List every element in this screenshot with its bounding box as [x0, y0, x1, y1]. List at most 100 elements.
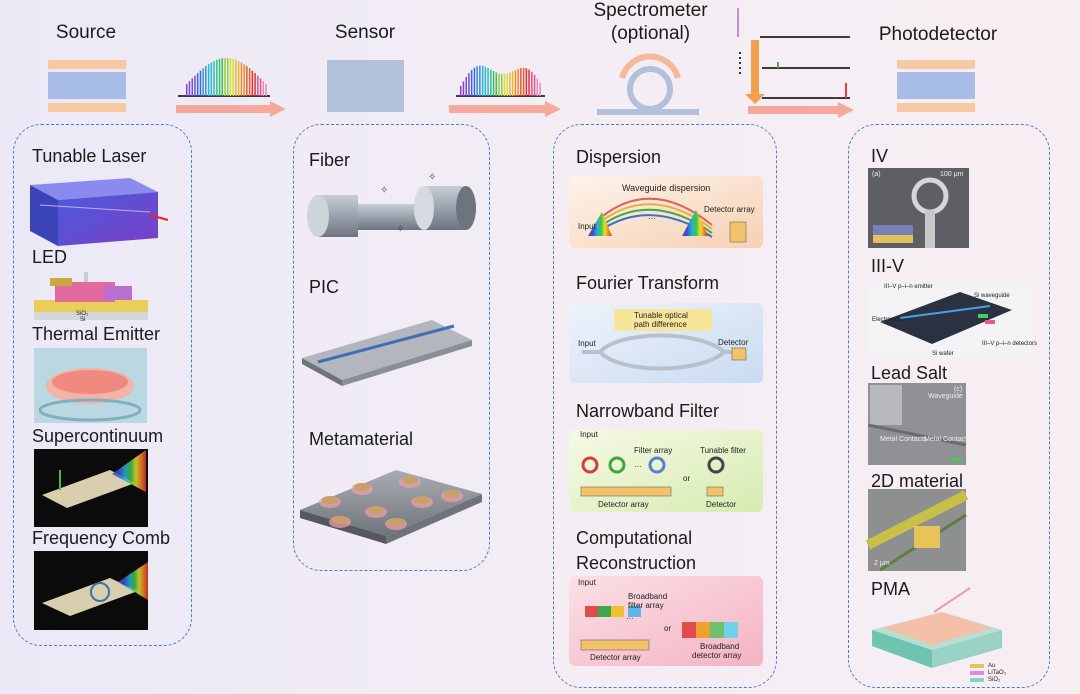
fourier-input-label: Input — [578, 339, 596, 348]
narrowband-ellipsis: ··· — [634, 462, 642, 471]
leadsalt-panel-label-c: (c) — [954, 386, 963, 393]
metamaterial-disc — [388, 518, 404, 526]
computational-broadband-detector-line2: detector array — [692, 651, 742, 660]
spectrum-bar — [259, 78, 262, 96]
spectrum-bar — [229, 58, 232, 96]
stage-photodetector-title: Photodetector — [878, 24, 998, 45]
spectrum-bar — [196, 73, 199, 96]
spectrum-bar — [539, 82, 541, 96]
spectrum-bar — [186, 84, 188, 96]
spectrum-bar — [251, 70, 254, 96]
narrowband-detector-array-label: Detector array — [598, 500, 649, 509]
metamaterial-disc — [354, 483, 370, 491]
spectrometer-group-box — [553, 124, 777, 688]
spectrum-bar — [520, 68, 522, 96]
2d-scale-bar-label: 2 μm — [874, 560, 890, 567]
metamaterial-disc — [332, 516, 348, 524]
svg-text:✧: ✧ — [380, 185, 388, 196]
photodetector-item-2d-material: 2D material — [871, 471, 964, 491]
iv-panel-label-a: (a) — [872, 171, 881, 178]
narrowband-input-label: Input — [580, 430, 598, 439]
spectrometer-item-dispersion: Dispersion — [576, 147, 662, 167]
spectrum-bar — [235, 59, 237, 96]
spectrum-bar — [490, 69, 492, 96]
spectrum-bar — [495, 72, 497, 96]
fourier-tunable-path-line1: Tunable optical — [634, 311, 688, 320]
spectrum-bar — [528, 69, 530, 96]
spectrum-bar — [237, 61, 240, 96]
spectrum-bar — [227, 58, 229, 96]
narrowband-filter-array-label: Filter array — [634, 446, 673, 455]
metamaterial-disc — [414, 496, 430, 504]
pma-legend-au: Au — [988, 663, 996, 669]
spectrum-bar — [509, 72, 511, 96]
spectrum-bar — [476, 66, 478, 96]
leadsalt-metal-contacts-left: Metal Contacts — [880, 436, 927, 443]
spectrum-bar — [479, 65, 481, 96]
spectrum-bar — [248, 68, 251, 96]
spectrum-bar — [460, 86, 462, 96]
led-label-si: Si — [80, 317, 86, 323]
metamaterial-disc — [322, 496, 338, 504]
spectrum-bar — [216, 59, 218, 96]
stage-source-title: Source — [55, 22, 117, 43]
spectrometer-item-fourier-transform: Fourier Transform — [576, 273, 720, 293]
spectrum-bar — [481, 65, 484, 96]
spectrum-bar — [498, 73, 500, 96]
computational-ellipsis: ··· — [626, 614, 634, 623]
computational-broadband-filter-line2: filter array — [628, 601, 664, 610]
spectrum-bar — [484, 66, 487, 96]
photodetector-group-box — [848, 124, 1050, 688]
stage-spectrometer-title: Spectrometer — [593, 0, 708, 21]
spectrum-bar — [487, 68, 489, 96]
spectrum-bar — [199, 70, 202, 96]
leadsalt-metal-contacts-right: Metal Contacts — [924, 436, 971, 443]
spectrum-bar — [213, 61, 215, 96]
spectrum-bar — [492, 71, 495, 96]
source-item-supercontinuum: Supercontinuum — [32, 426, 164, 446]
metamaterial-disc — [368, 506, 384, 514]
stage-spectrometer-subtitle: (optional) — [610, 23, 691, 44]
computational-broadband-filter-line1: Broadband — [628, 592, 668, 601]
spectrum-bar — [525, 68, 528, 96]
computational-broadband-detector-line1: Broadband — [700, 642, 740, 651]
spectrum-bar — [257, 75, 259, 96]
spectrum-bar — [218, 58, 221, 96]
spectrum-bar — [468, 73, 470, 96]
iiiv-si-wafer-label: Si wafer — [932, 351, 954, 357]
leadsalt-waveguide-label: Waveguide — [928, 393, 963, 400]
spectrometer-item-reconstruction: Reconstruction — [576, 553, 697, 573]
metamaterial-disc — [444, 490, 460, 498]
photodetector-item-pma: PMA — [871, 579, 911, 599]
photodetector-item-iv: IV — [871, 146, 889, 166]
iiiv-emitter-label: III–V p–i–n emitter — [884, 284, 933, 290]
pma-legend-sio2: SiO₂ — [988, 677, 1001, 683]
source-group-box — [13, 124, 192, 646]
spectrum-bar — [514, 70, 517, 96]
source-item-frequency-comb: Frequency Comb — [32, 528, 171, 548]
fourier-tunable-path-line2: path difference — [634, 320, 687, 329]
spectrum-bar — [501, 74, 503, 96]
fourier-detector-label: Detector — [718, 338, 749, 347]
dispersion-ellipsis: ··· — [648, 214, 656, 223]
spectrum-bar — [243, 64, 245, 96]
spectrum-bar — [194, 75, 196, 96]
spectrum-bar — [205, 66, 207, 96]
source-item-thermal-emitter: Thermal Emitter — [32, 324, 161, 344]
computational-or-label: or — [664, 624, 672, 633]
spectrum-bar — [262, 81, 264, 96]
spectrum-bar — [188, 81, 191, 96]
iiiv-electronics-label: Electronics — [872, 317, 902, 323]
spectrum-bar — [254, 73, 256, 96]
computational-input-label: Input — [578, 578, 596, 587]
metamaterial-disc — [402, 476, 418, 484]
source-item-led: LED — [32, 247, 68, 267]
spectrum-bar — [462, 81, 465, 96]
dispersion-panel-title: Waveguide dispersion — [622, 183, 711, 193]
spectrum-bar — [511, 71, 514, 96]
iiiv-si-waveguide-label: Si waveguide — [974, 293, 1010, 299]
spectrum-bar — [465, 77, 467, 96]
stage-sensor-title: Sensor — [334, 22, 396, 43]
iiiv-detectors-label: III–V p–i–n detectors — [982, 341, 1038, 347]
